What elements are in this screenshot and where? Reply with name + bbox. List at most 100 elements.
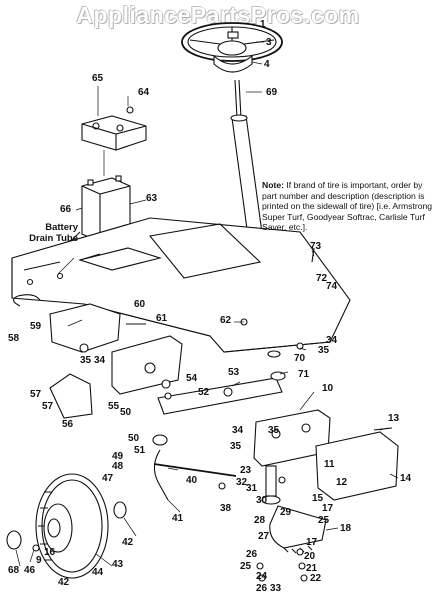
callout-35-a: 35 (80, 355, 92, 366)
callout-25-b: 25 (240, 561, 252, 572)
callout-1: 1 (260, 19, 266, 30)
callout-50-a: 50 (120, 407, 132, 418)
pinion-shaft (265, 465, 277, 497)
callout-26-b: 26 (256, 583, 268, 594)
callout-66: 66 (60, 204, 72, 215)
callout-59: 59 (30, 321, 42, 332)
callout-61: 61 (156, 313, 168, 324)
callout-68: 68 (8, 565, 20, 576)
callout-20: 20 (304, 551, 316, 562)
callout-12: 12 (336, 477, 348, 488)
callout-29: 29 (280, 507, 292, 518)
callout-17-b: 17 (306, 537, 318, 548)
callout-18: 18 (340, 523, 352, 534)
callout-32: 32 (236, 477, 248, 488)
callout-13: 13 (388, 413, 400, 424)
hub-cap (6, 530, 22, 550)
callout-57-b: 57 (42, 401, 54, 412)
callout-47: 47 (102, 473, 114, 484)
side-shield (315, 431, 399, 501)
frame-deck (11, 217, 351, 353)
callout-40: 40 (186, 475, 198, 486)
callout-11: 11 (324, 459, 335, 470)
callout-57-a: 57 (30, 389, 42, 400)
callout-73: 73 (310, 241, 322, 252)
callout-35-d: 35 (230, 441, 242, 452)
callout-9: 9 (36, 555, 42, 566)
callout-leaders (15, 41, 399, 567)
callout-42-a: 42 (122, 537, 134, 548)
callout-14: 14 (400, 473, 412, 484)
callout-33: 33 (270, 583, 282, 594)
callout-51: 51 (134, 445, 146, 456)
callout-25-a: 25 (318, 515, 330, 526)
side-bracket (49, 373, 93, 419)
callout-72: 72 (316, 273, 328, 284)
spindle (153, 449, 169, 501)
callout-49: 49 (112, 451, 124, 462)
callout-31: 31 (246, 483, 258, 494)
callout-48: 48 (112, 461, 124, 472)
tire-note: Note: If brand of tire is important, ord… (262, 180, 434, 233)
tie-rod (153, 463, 237, 477)
note-lead: Note: (262, 180, 284, 190)
bushing (152, 434, 168, 446)
callout-4: 4 (264, 59, 270, 70)
battery-drain-tube-label: Battery Drain Tube (16, 222, 78, 244)
callout-60: 60 (134, 299, 146, 310)
tube-label-line2: Drain Tube (29, 233, 78, 244)
callout-62: 62 (220, 315, 232, 326)
front-bracket (49, 303, 121, 353)
battery-cover (81, 115, 147, 151)
steering-wheel (181, 22, 283, 73)
callout-30: 30 (256, 495, 268, 506)
front-wheel (35, 473, 109, 579)
callout-46: 46 (24, 565, 36, 576)
callout-58: 58 (8, 333, 20, 344)
callout-65: 65 (92, 73, 104, 84)
sector-gear (269, 505, 327, 549)
callout-64: 64 (138, 87, 150, 98)
callout-43: 43 (112, 559, 124, 570)
callout-54: 54 (186, 373, 198, 384)
callout-41: 41 (172, 513, 184, 524)
callout-28: 28 (254, 515, 266, 526)
callout-10: 10 (322, 383, 334, 394)
callout-55: 55 (108, 401, 120, 412)
callout-63: 63 (146, 193, 158, 204)
callout-26-a: 26 (246, 549, 258, 560)
callout-35-b: 35 (318, 345, 330, 356)
callout-71: 71 (298, 369, 310, 380)
callout-35-c: 35 (268, 425, 280, 436)
callout-50-b: 50 (128, 433, 140, 444)
callout-70: 70 (294, 353, 306, 364)
shield-plate (111, 335, 183, 395)
callout-52: 52 (198, 387, 210, 398)
wire (12, 294, 41, 307)
tube-label-line1: Battery (45, 222, 78, 233)
callout-34-c: 34 (232, 425, 244, 436)
callout-34-b: 34 (326, 335, 338, 346)
callout-53: 53 (228, 367, 240, 378)
bearing (113, 501, 127, 519)
callout-44: 44 (92, 567, 104, 578)
hardware (32, 106, 393, 582)
callout-69: 69 (266, 87, 278, 98)
note-text: If brand of tire is important, order by … (262, 180, 433, 233)
callout-34-a: 34 (94, 355, 106, 366)
callout-16: 16 (44, 547, 56, 558)
callout-23: 23 (240, 465, 252, 476)
callout-27: 27 (258, 531, 270, 542)
callout-21: 21 (306, 563, 318, 574)
callout-42-b: 42 (58, 577, 70, 588)
callout-24: 24 (256, 571, 268, 582)
callout-3: 3 (266, 37, 272, 48)
callout-17-a: 17 (322, 503, 334, 514)
callout-38: 38 (220, 503, 232, 514)
front-axle (157, 377, 283, 415)
callout-56: 56 (62, 419, 74, 430)
callout-22: 22 (310, 573, 322, 584)
callout-74: 74 (326, 281, 338, 292)
